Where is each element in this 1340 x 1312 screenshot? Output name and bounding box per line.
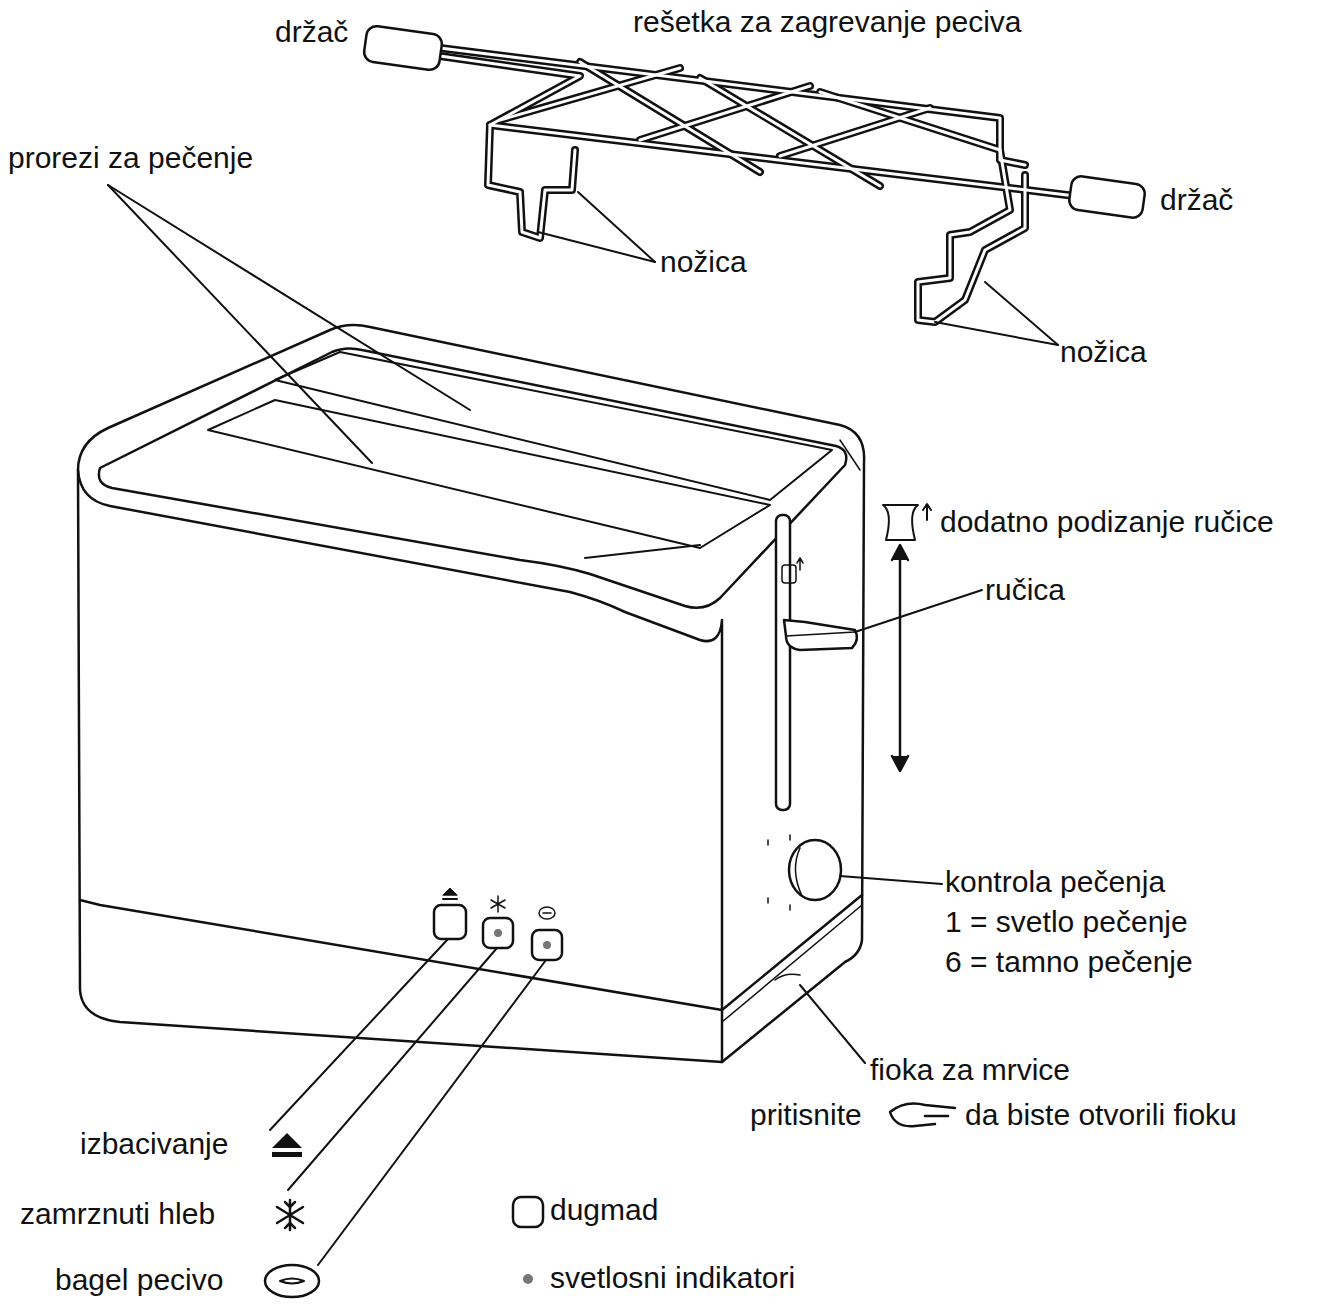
warming-rack bbox=[363, 25, 1146, 322]
control-buttons bbox=[434, 888, 562, 960]
part-label: dodatno podizanje ručice bbox=[940, 504, 1274, 540]
leader-lines bbox=[108, 185, 1058, 1265]
indicator-legend-sample bbox=[523, 1274, 533, 1284]
part-label: zamrznuti hleb bbox=[20, 1196, 215, 1232]
part-label: izbacivanje bbox=[80, 1126, 228, 1162]
part-label: držač bbox=[275, 14, 348, 50]
legend-text: svetlosni indikatori bbox=[550, 1260, 795, 1296]
part-label: nožica bbox=[660, 244, 747, 280]
part-label: nožica bbox=[1060, 334, 1147, 370]
button-legend-sample bbox=[513, 1197, 543, 1227]
part-label: držač bbox=[1160, 182, 1233, 218]
label-icons bbox=[265, 1104, 955, 1297]
part-label: fioka za mrvice bbox=[870, 1052, 1070, 1088]
part-label: 1 = svetlo pečenje bbox=[945, 904, 1188, 940]
part-label: bagel pecivo bbox=[55, 1262, 223, 1298]
part-label: da biste otvorili fioku bbox=[965, 1097, 1237, 1133]
part-label: kontrola pečenja bbox=[945, 864, 1165, 900]
part-label: pritisnite bbox=[750, 1097, 862, 1133]
lever-travel-arrow bbox=[883, 504, 931, 771]
legend-text: dugmad bbox=[550, 1192, 658, 1228]
part-label: 6 = tamno pečenje bbox=[945, 944, 1193, 980]
part-label: rešetka za zagrevanje peciva bbox=[633, 4, 1022, 40]
part-label: prorezi za pečenje bbox=[8, 140, 253, 176]
toaster-body bbox=[78, 325, 864, 1062]
part-label: ručica bbox=[985, 572, 1065, 608]
